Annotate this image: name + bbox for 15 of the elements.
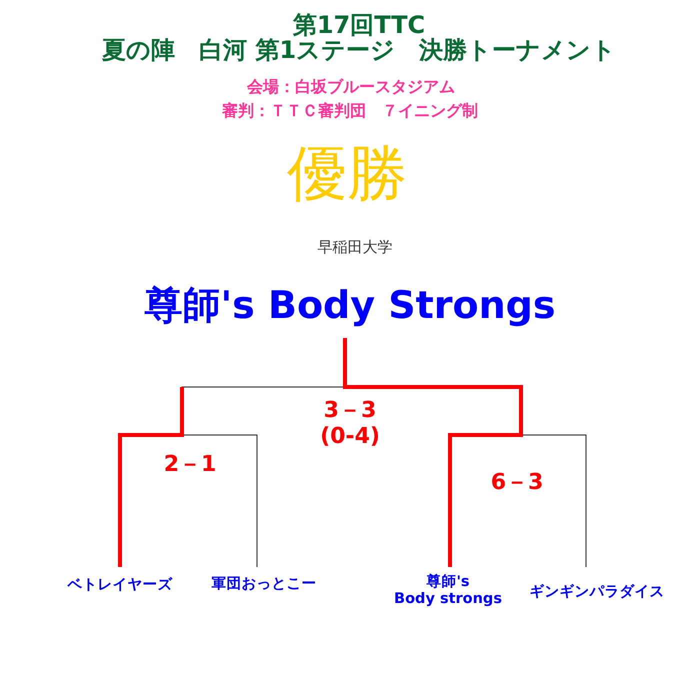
umpire-text: 審判：ＴＴＣ審判団 ７イニング制 [222,100,478,121]
bracket-line [343,338,523,567]
title: 第17回TTC 夏の陣 白河 第1ステージ 決勝トーナメント [102,13,616,63]
team-name: 尊師's Body strongs [394,567,502,608]
score: 2－1 [164,452,216,478]
score: 6－3 [490,470,544,496]
champion-heading: 優勝 [287,138,407,210]
school-name: 早稲田大学 [318,238,392,256]
bracket-line [118,387,184,567]
venue-text: 会場：白坂ブルースタジアム [247,76,455,97]
team-name: ベトレイヤーズ [68,567,172,594]
team-name: 軍団おっとこー [212,567,316,593]
champion-name: 尊師's Body Strongs [144,282,556,338]
score: 3－3 (0-4) [320,398,380,450]
team-name: ギンギンパラダイス [530,567,664,601]
